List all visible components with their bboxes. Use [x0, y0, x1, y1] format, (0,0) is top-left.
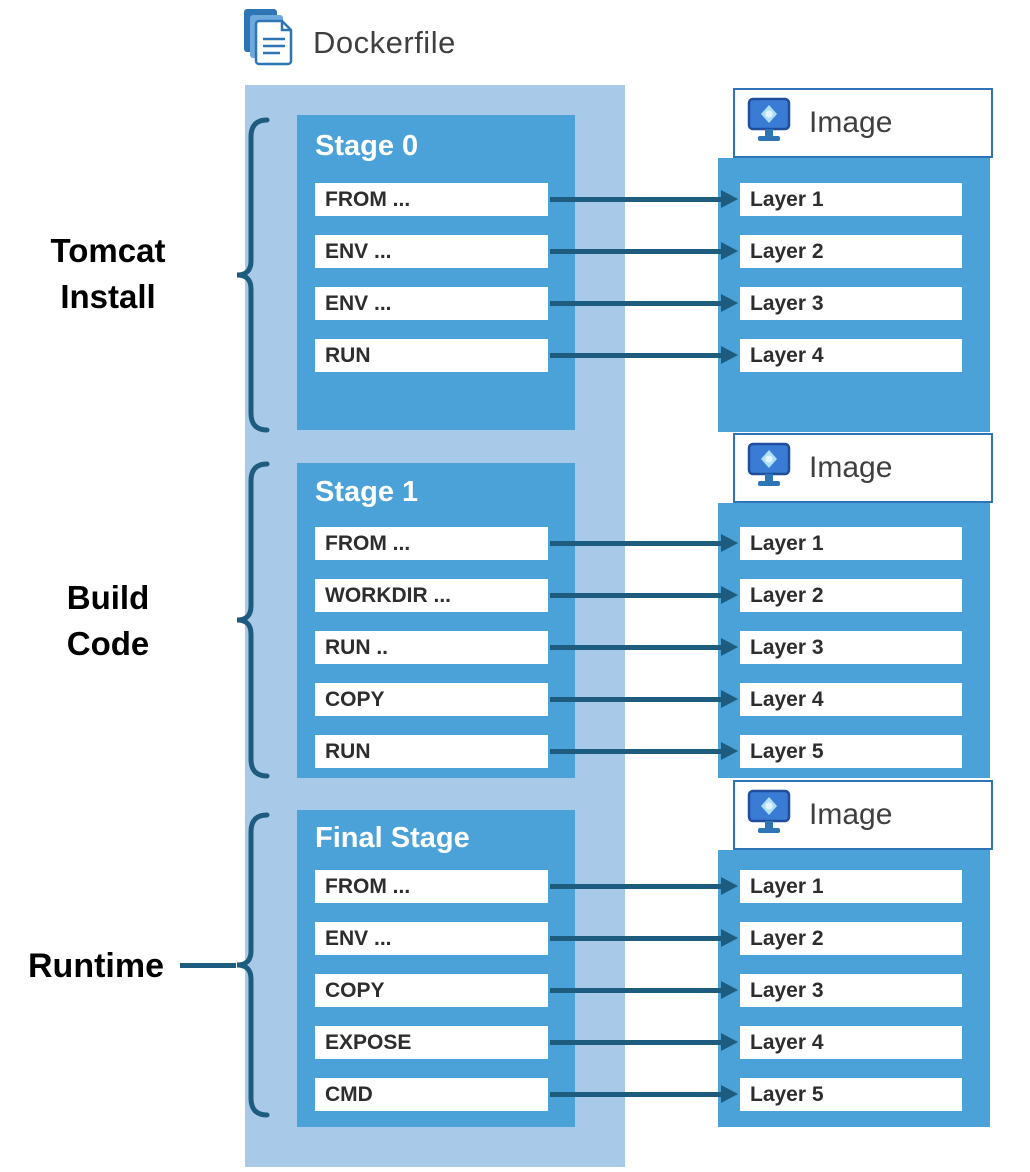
image-3-header: Image — [733, 780, 993, 850]
arrow — [550, 929, 738, 947]
image-1-layer-2: Layer 2 — [740, 235, 962, 268]
group-label-runtime: Runtime — [28, 947, 164, 985]
brace-build-code — [234, 461, 270, 779]
dockerfile-header: Dockerfile — [241, 8, 456, 77]
image-2-layer-3: Layer 3 — [740, 631, 962, 664]
stage-1-instruction-from: FROM ... — [315, 527, 548, 560]
group-label-build-code: Build Code — [66, 579, 150, 662]
monitor-icon — [747, 97, 795, 150]
stage-0-title: Stage 0 — [315, 130, 419, 162]
final-stage-box — [297, 810, 575, 1127]
brace-runtime — [234, 812, 270, 1118]
arrow — [550, 981, 738, 999]
image-3-layer-2: Layer 2 — [740, 922, 962, 955]
image-2-layer-5: Layer 5 — [740, 735, 962, 768]
final-stage-instruction-copy: COPY — [315, 974, 548, 1007]
arrow — [550, 1085, 738, 1103]
arrow — [550, 877, 738, 895]
final-stage-instruction-from: FROM ... — [315, 870, 548, 903]
arrow — [550, 690, 738, 708]
group-label-tomcat-install: Tomcat Install — [50, 232, 166, 315]
image-1-layer-1: Layer 1 — [740, 183, 962, 216]
stage-0-instruction-from: FROM ... — [315, 183, 548, 216]
arrow — [550, 586, 738, 604]
arrow — [550, 190, 738, 208]
image-2-label: Image — [809, 451, 893, 484]
brace-tomcat-install — [234, 117, 270, 433]
stage-1-title: Stage 1 — [315, 476, 419, 508]
arrow — [550, 242, 738, 260]
stage-0-instruction-run: RUN — [315, 339, 548, 372]
image-3-layer-4: Layer 4 — [740, 1026, 962, 1059]
image-2-layer-2: Layer 2 — [740, 579, 962, 612]
stage-0-instruction-env-1: ENV ... — [315, 235, 548, 268]
image-1-layer-3: Layer 3 — [740, 287, 962, 320]
runtime-connector-line — [180, 963, 236, 968]
image-2-layer-4: Layer 4 — [740, 683, 962, 716]
image-2-header: Image — [733, 433, 993, 503]
image-3-layer-3: Layer 3 — [740, 974, 962, 1007]
arrow — [550, 638, 738, 656]
monitor-icon — [747, 789, 795, 842]
stage-0-box — [297, 115, 575, 430]
stage-1-box — [297, 463, 575, 778]
stage-1-instruction-run-2: RUN — [315, 735, 548, 768]
arrow — [550, 346, 738, 364]
image-2-layer-1: Layer 1 — [740, 527, 962, 560]
final-stage-instruction-expose: EXPOSE — [315, 1026, 548, 1059]
arrow — [550, 742, 738, 760]
dockerfile-document-icon — [241, 8, 299, 77]
monitor-icon — [747, 442, 795, 495]
image-1-header: Image — [733, 88, 993, 158]
arrow — [550, 534, 738, 552]
final-stage-instruction-cmd: CMD — [315, 1078, 548, 1111]
stage-1-instruction-copy: COPY — [315, 683, 548, 716]
final-stage-title: Final Stage — [315, 822, 470, 854]
image-1-layer-4: Layer 4 — [740, 339, 962, 372]
image-3-layer-1: Layer 1 — [740, 870, 962, 903]
image-3-label: Image — [809, 798, 893, 831]
final-stage-instruction-env: ENV ... — [315, 922, 548, 955]
stage-1-instruction-workdir: WORKDIR ... — [315, 579, 548, 612]
dockerfile-title: Dockerfile — [313, 24, 456, 60]
stage-0-instruction-env-2: ENV ... — [315, 287, 548, 320]
stage-1-instruction-run-1: RUN .. — [315, 631, 548, 664]
arrow — [550, 294, 738, 312]
arrow — [550, 1033, 738, 1051]
image-1-label: Image — [809, 106, 893, 139]
image-3-layer-5: Layer 5 — [740, 1078, 962, 1111]
